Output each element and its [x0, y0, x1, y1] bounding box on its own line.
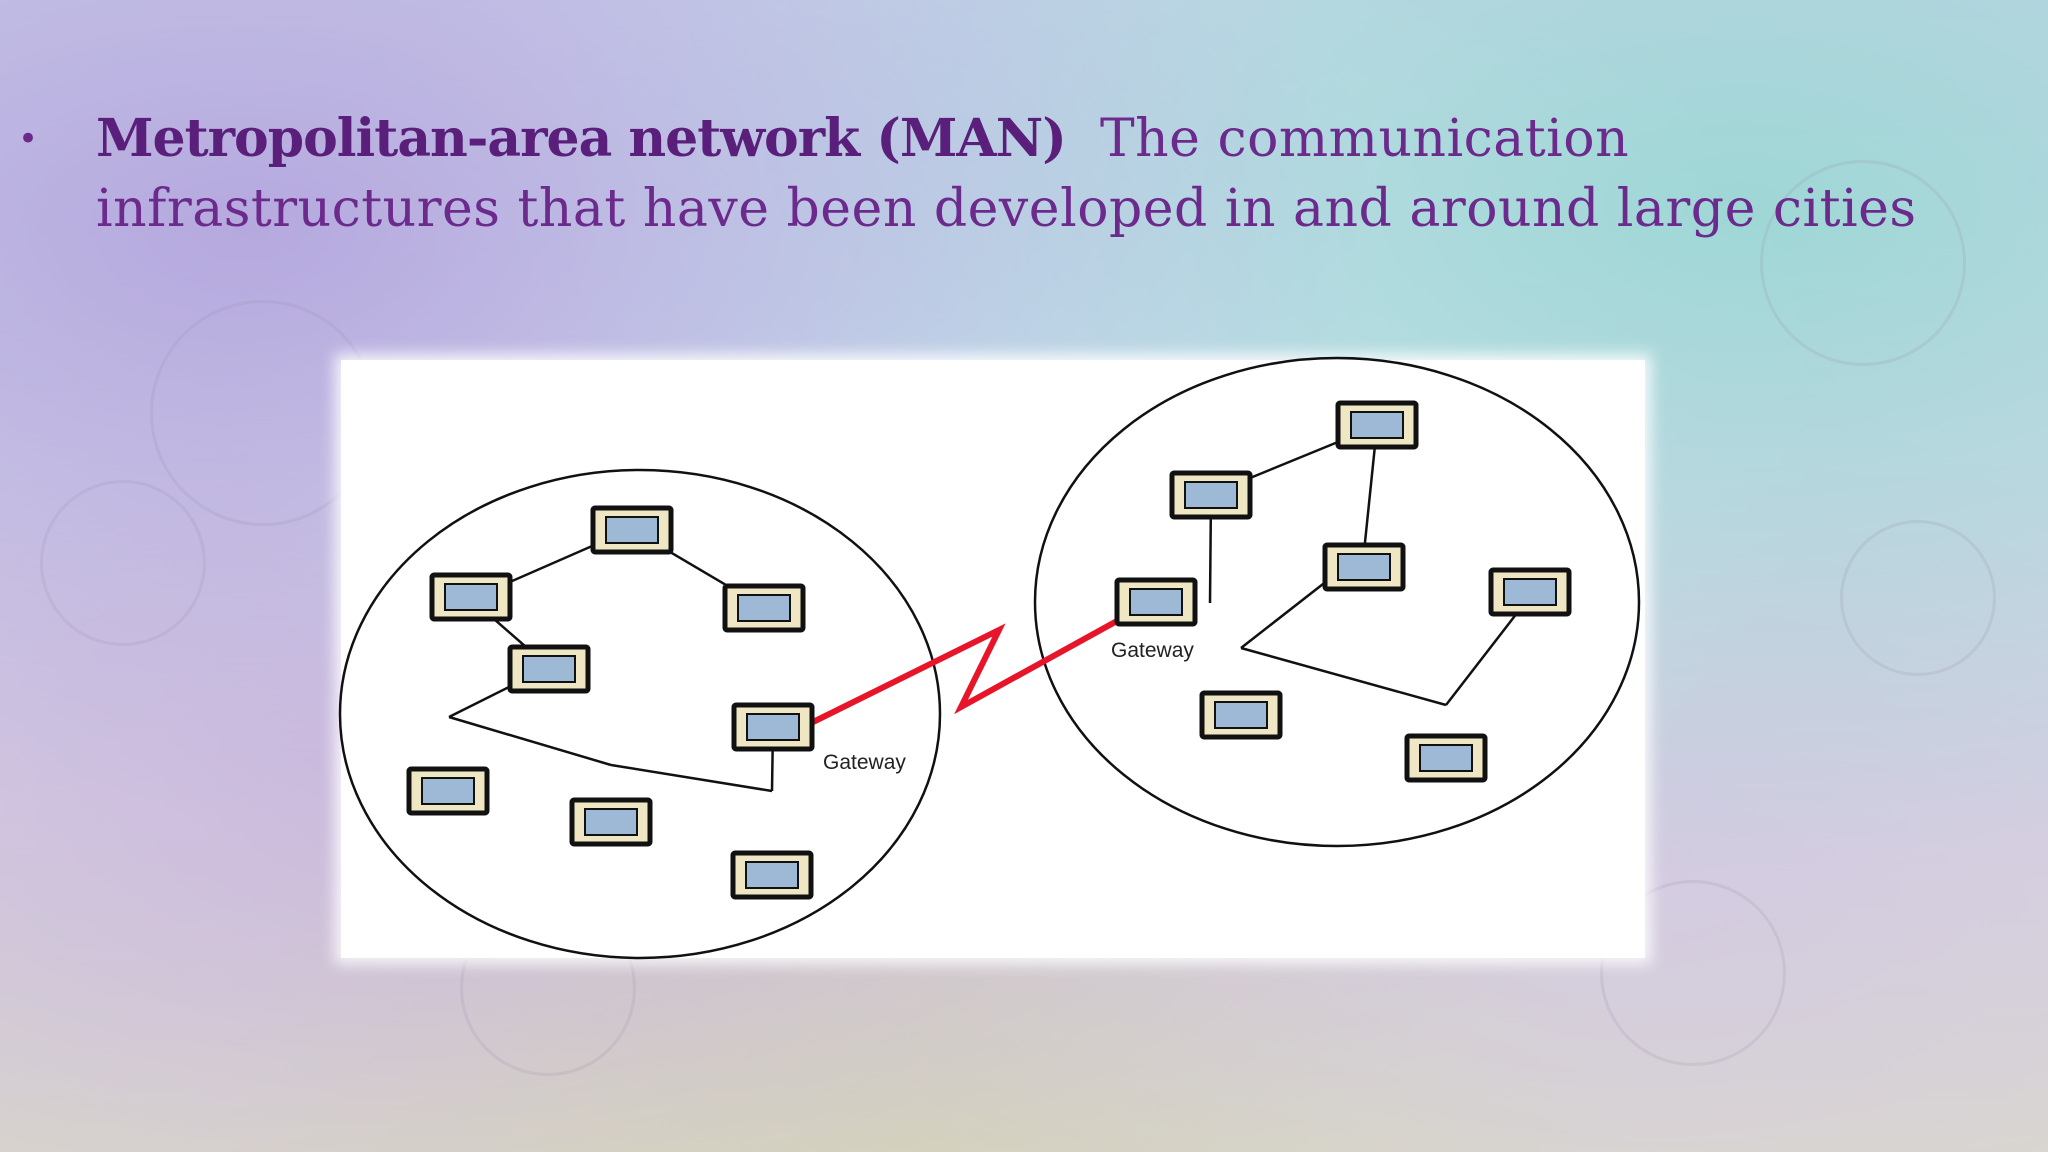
bullet-dot: • [18, 119, 39, 159]
gateway-computer-icon [1114, 577, 1198, 627]
term-definition: The communication infrastructures that h… [96, 109, 1917, 239]
decorative-swirl [1600, 880, 1786, 1066]
computer-icon [1404, 733, 1488, 783]
computer-icon [429, 572, 513, 622]
computer-icon [730, 850, 814, 900]
computer-icon [1488, 567, 1572, 617]
man-network-diagram: Gateway Gateway [338, 356, 1641, 960]
computer-icon [722, 583, 806, 633]
computer-icon [569, 797, 653, 847]
decorative-swirl [1760, 160, 1966, 366]
computer-icon [1199, 690, 1283, 740]
term-heading: Metropolitan-area network (MAN) [96, 108, 1067, 169]
left-gateway-label: Gateway [823, 751, 906, 774]
computer-icon [1169, 470, 1253, 520]
computer-icon [590, 505, 674, 555]
right-network-boundary [1033, 356, 1641, 848]
decorative-swirl [40, 480, 206, 646]
computer-icon [406, 766, 490, 816]
computer-icon [1322, 542, 1406, 592]
left-network-boundary [338, 468, 942, 960]
wan-link-line [805, 597, 1157, 728]
gateway-computer-icon [731, 702, 815, 752]
bullet-text: Metropolitan-area network (MAN) The comm… [96, 104, 2004, 244]
computer-icon [1335, 400, 1419, 450]
bullet-point: • Metropolitan-area network (MAN) The co… [14, 104, 2004, 244]
left-network-links [448, 527, 775, 793]
computer-icon [507, 644, 591, 694]
decorative-swirl [1840, 520, 1996, 676]
right-gateway-label: Gateway [1111, 639, 1194, 662]
